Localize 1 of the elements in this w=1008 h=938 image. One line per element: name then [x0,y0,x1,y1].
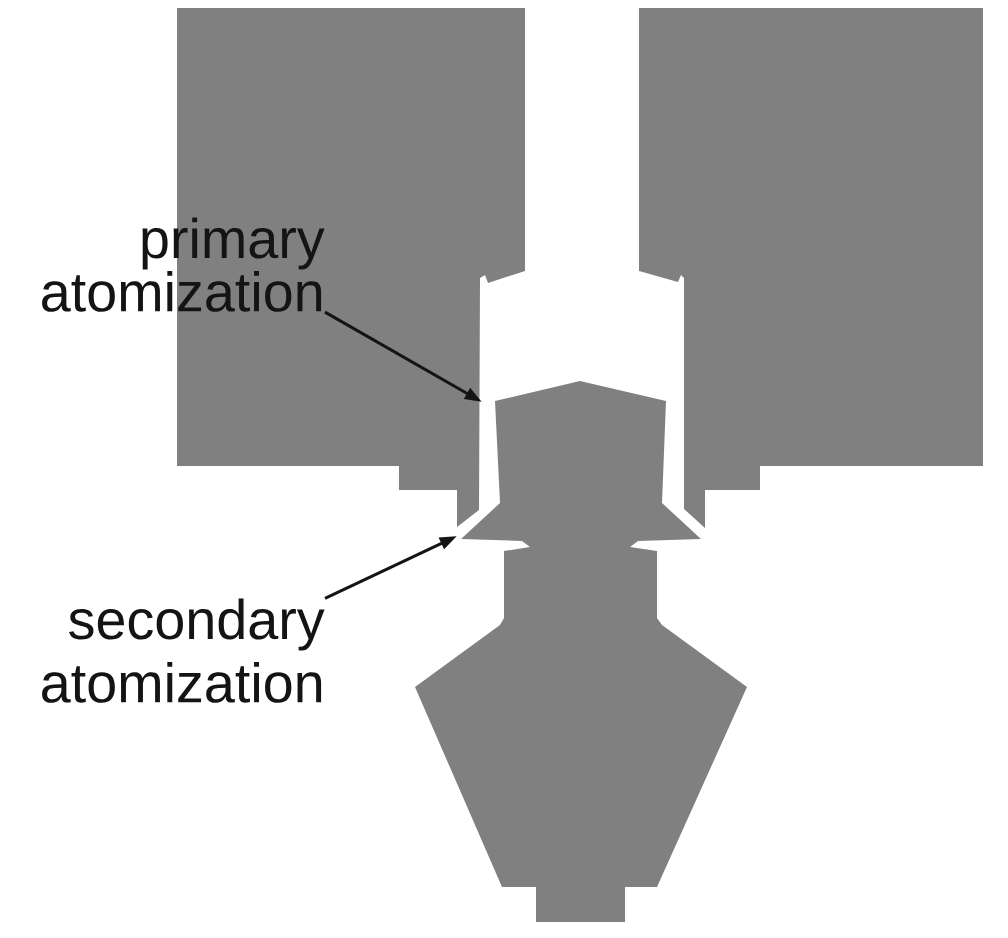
callout-text: secondary atomization [42,598,325,703]
